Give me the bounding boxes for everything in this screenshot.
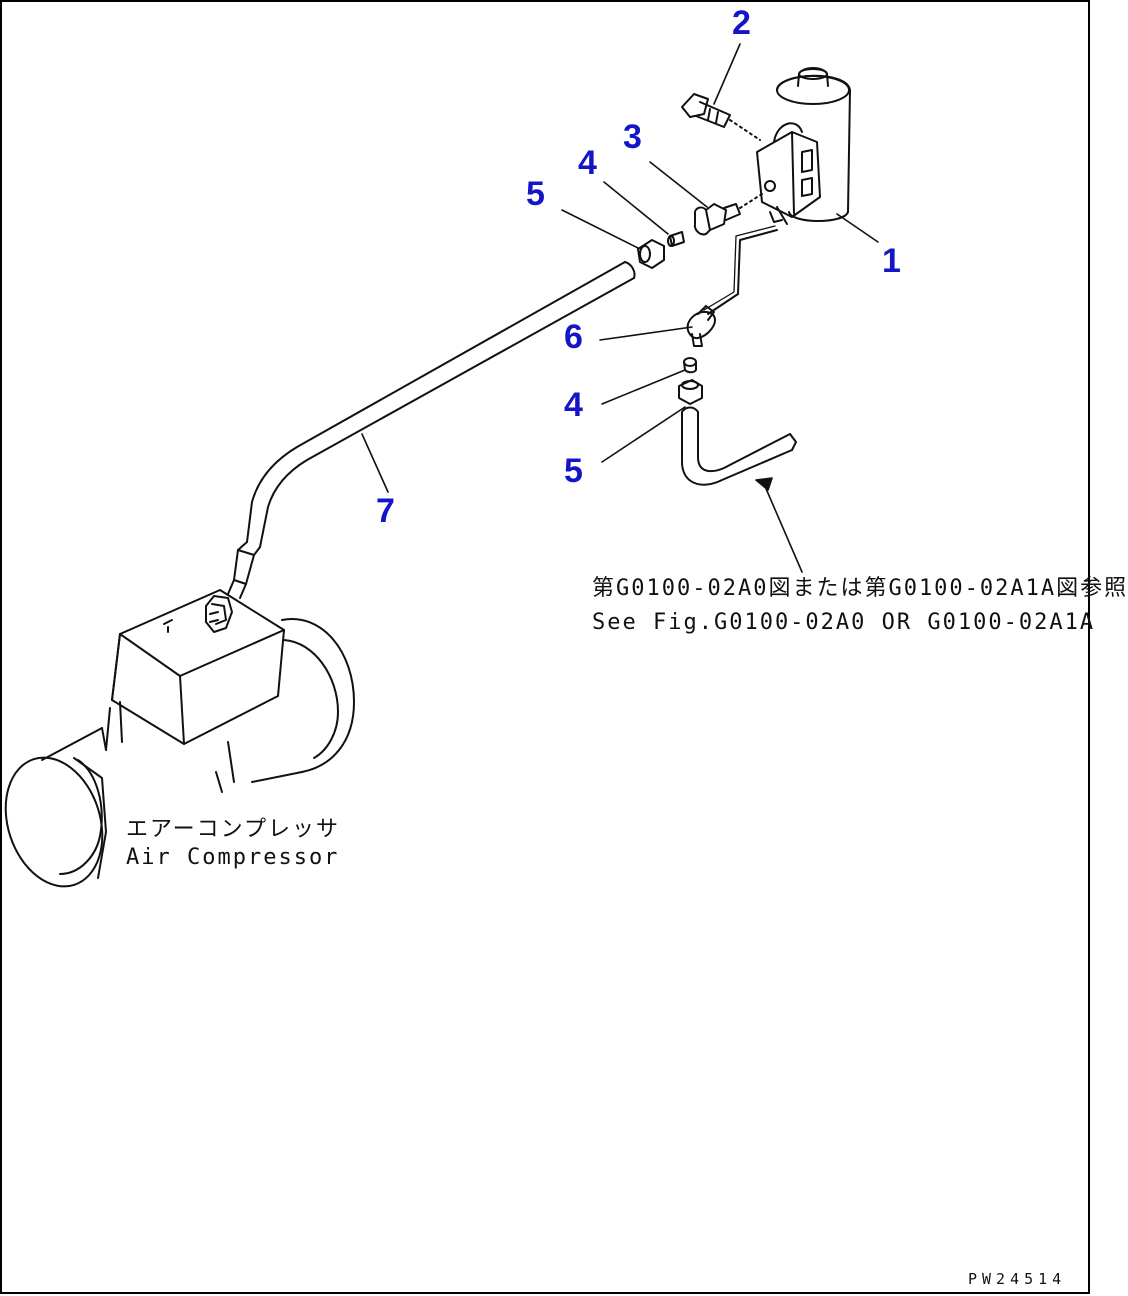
callout-2: 2 — [732, 4, 751, 42]
compressor-label-ja: エアーコンプレッサ — [126, 817, 341, 842]
part-4-ferrule-lower — [683, 357, 697, 374]
callout-7: 7 — [376, 492, 395, 530]
part-3-connector — [693, 193, 763, 236]
reference-note-ja: 第G0100-02A0図または第G0100-02A1A図参照 — [592, 576, 1128, 601]
callout-4-lower: 4 — [564, 386, 583, 424]
part-2-bolt — [681, 93, 761, 141]
part-1-valve-assembly — [756, 67, 851, 225]
part-5-nut-lower — [678, 379, 703, 405]
air-compressor — [4, 589, 355, 888]
callout-4-upper: 4 — [578, 144, 597, 182]
leader-lines — [361, 43, 879, 573]
part-4-ferrule-upper — [667, 231, 685, 247]
callout-5-lower: 5 — [564, 452, 583, 490]
line-drawing — [4, 43, 879, 888]
callout-6: 6 — [564, 318, 583, 356]
part-6-elbow — [686, 305, 716, 347]
drawing-number: PW24514 — [968, 1270, 1067, 1288]
lower-hose — [681, 406, 797, 486]
part-7-pipe — [227, 261, 636, 599]
callout-5-upper: 5 — [526, 175, 545, 213]
part-5-nut-upper — [637, 239, 665, 269]
compressor-label-en: Air Compressor — [126, 845, 340, 870]
callout-1: 1 — [882, 242, 901, 280]
callout-3: 3 — [623, 118, 642, 156]
reference-note-en: See Fig.G0100-02A0 OR G0100-02A1A — [592, 610, 1096, 635]
tube-to-elbow — [703, 225, 778, 315]
